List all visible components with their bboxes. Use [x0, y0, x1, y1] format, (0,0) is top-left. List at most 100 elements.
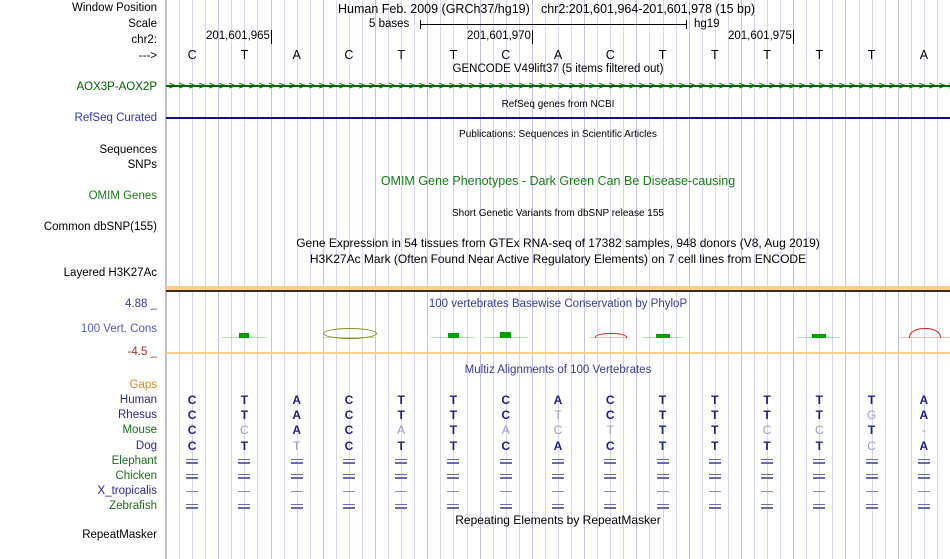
- track-label-panel[interactable]: Window Position Scale chr2: ---> AOX3P-A…: [0, 0, 165, 559]
- track-text-multiz: Multiz Alignments of 100 Vertebrates: [464, 364, 652, 376]
- track-label-aox3p-aox2p[interactable]: AOX3P-AOX2P: [76, 81, 157, 93]
- alignment-base: C: [762, 423, 772, 437]
- gene-strand-arrow-icon: >: [848, 79, 858, 92]
- gridline: [349, 0, 350, 559]
- gene-strand-arrow-icon: >: [528, 79, 538, 92]
- gene-strand-arrow-icon: >: [648, 79, 658, 92]
- gene-strand-arrow-icon: >: [658, 79, 668, 92]
- gene-strand-arrow-icon: >: [298, 79, 308, 92]
- species-label-human[interactable]: Human: [119, 394, 157, 406]
- ruler-tick-label: 201,601,970: [467, 30, 531, 42]
- conservation-bottom-separator: [166, 352, 950, 354]
- gene-line: [166, 85, 950, 87]
- refseq-curated-line[interactable]: [166, 117, 950, 119]
- gridline: [754, 0, 755, 559]
- alignment-row-x_tropicalis[interactable]: [166, 485, 950, 499]
- track-label-gaps[interactable]: Gaps: [129, 379, 158, 391]
- gene-strand-arrow-icon: >: [838, 79, 848, 92]
- ruler-base: T: [763, 48, 771, 62]
- gridline: [663, 0, 664, 559]
- track-label-snps[interactable]: SNPs: [127, 159, 157, 171]
- gene-strand-arrow-icon: >: [688, 79, 698, 92]
- track-label-layered-h3k27ac[interactable]: Layered H3K27Ac: [63, 267, 157, 279]
- alignment-base: A: [553, 439, 563, 453]
- gridline: [166, 0, 167, 559]
- label-window-position: Window Position: [71, 2, 157, 14]
- species-label-zebrafish[interactable]: Zebrafish: [109, 500, 157, 512]
- alignment-base: A: [919, 439, 929, 453]
- species-label-rhesus[interactable]: Rhesus: [118, 409, 157, 421]
- ruler-base: T: [449, 48, 458, 62]
- ruler-tick-mark: [532, 30, 533, 44]
- gene-strand-arrow-icon: >: [478, 79, 488, 92]
- gridline: [310, 0, 311, 559]
- gene-strand-arrow-icon: >: [458, 79, 468, 92]
- gene-track-aox3p-aox2p[interactable]: >>>>>>>>>>>>>>>>>>>>>>>>>>>>>>>>>>>>>>>>…: [166, 80, 950, 91]
- species-label-chicken[interactable]: Chicken: [115, 470, 157, 482]
- ruler-tick-label: 201,601,965: [206, 30, 270, 42]
- ruler-base: T: [397, 48, 405, 62]
- gene-strand-arrow-icon: >: [698, 79, 708, 92]
- panel-divider: [165, 0, 166, 559]
- species-label-x_tropicalis[interactable]: X_tropicalis: [97, 485, 157, 497]
- alignment-row-zebrafish[interactable]: [166, 500, 950, 514]
- species-label-elephant[interactable]: Elephant: [111, 455, 157, 467]
- ruler-base: A: [919, 48, 929, 62]
- alignment-base: C: [605, 393, 615, 407]
- alignment-row-chicken[interactable]: [166, 470, 950, 484]
- alignment-base: T: [763, 439, 771, 453]
- track-label-repeatmasker[interactable]: RepeatMasker: [82, 529, 157, 541]
- gene-strand-arrow-icon: >: [168, 79, 178, 92]
- gridline: [584, 0, 585, 559]
- gridline: [192, 0, 193, 559]
- gene-strand-arrow-icon: >: [398, 79, 408, 92]
- gridline: [336, 0, 337, 559]
- conservation-baseline: [897, 337, 950, 338]
- alignment-base: T: [658, 439, 667, 453]
- gene-strand-arrow-icon: >: [818, 79, 828, 92]
- alignment-base: G: [866, 408, 877, 422]
- gene-strand-arrow-icon: >: [328, 79, 338, 92]
- alignment-single-gap: [813, 491, 826, 493]
- alignment-double-gap: [917, 474, 930, 479]
- ruler-base: C: [344, 48, 354, 62]
- ruler-base: T: [710, 48, 719, 62]
- label-scale: Scale: [128, 18, 157, 30]
- gridline: [414, 0, 415, 559]
- browser-data-panel[interactable]: Human Feb. 2009 (GRCh37/hg19) chr2:201,6…: [166, 0, 950, 559]
- gene-strand-arrow-icon: >: [798, 79, 808, 92]
- gridline: [467, 0, 468, 559]
- alignment-base: T: [711, 439, 719, 453]
- gridline: [205, 0, 206, 559]
- alignment-single-gap: [499, 491, 512, 493]
- gene-strand-arrow-icon: >: [928, 79, 938, 92]
- alignment-row-elephant[interactable]: [166, 455, 950, 469]
- gene-strand-arrow-icon: >: [768, 79, 778, 92]
- alignment-double-gap: [552, 504, 564, 509]
- gene-strand-arrow-icon: >: [718, 79, 728, 92]
- gene-strand-arrow-icon: >: [708, 79, 718, 92]
- conservation-min-label: -4.5 _: [127, 346, 157, 358]
- alignment-single-gap: [238, 491, 251, 493]
- conservation-max-label: 4.88 _: [125, 298, 157, 310]
- track-text-refseq-ncbi: RefSeq genes from NCBI: [501, 99, 615, 110]
- alignment-base: C: [553, 423, 563, 437]
- alignment-double-gap: [238, 459, 251, 464]
- track-label-refseq-curated[interactable]: RefSeq Curated: [74, 112, 157, 124]
- gridline: [741, 0, 742, 559]
- track-label-omim-genes[interactable]: OMIM Genes: [88, 190, 157, 202]
- track-label-cons-100vert[interactable]: 100 Vert. Cons: [80, 323, 157, 335]
- species-label-dog[interactable]: Dog: [135, 440, 157, 452]
- track-label-common-dbsnp[interactable]: Common dbSNP(155): [43, 221, 157, 233]
- alignment-double-gap: [708, 459, 721, 464]
- alignment-double-gap: [342, 459, 355, 464]
- track-label-sequences[interactable]: Sequences: [99, 144, 157, 156]
- alignment-base: T: [658, 423, 667, 437]
- gridline: [257, 0, 258, 559]
- species-label-mouse[interactable]: Mouse: [122, 424, 157, 436]
